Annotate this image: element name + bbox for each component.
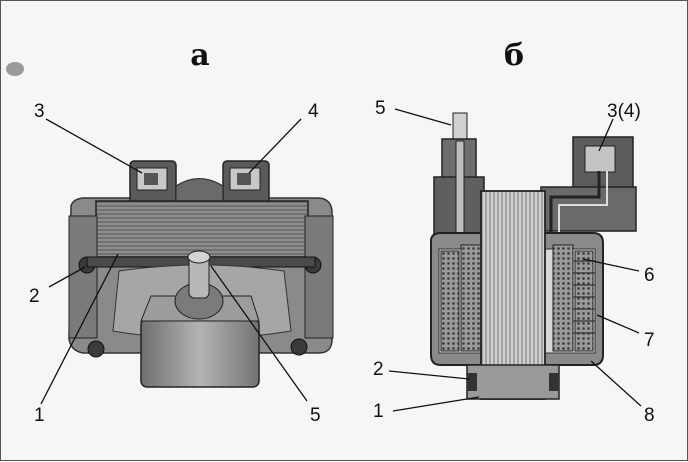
callout-a-2: 2: [29, 286, 40, 307]
bolt-lower-left: [87, 340, 105, 358]
terminal-left: [129, 160, 177, 204]
callout-a-5: 5: [310, 405, 321, 426]
callout-b-6: 6: [644, 265, 655, 286]
callout-a-3: 3: [34, 101, 45, 122]
secondary-winding-right: [552, 244, 574, 352]
leader-b-7: [596, 314, 640, 334]
leader-b-5: [394, 108, 452, 126]
leader-b-2: [388, 370, 470, 380]
terminal-right: [222, 160, 270, 204]
hv-terminal-cap: [187, 250, 211, 264]
bolt-lower-right: [290, 338, 308, 356]
primary-winding-left: [440, 250, 460, 352]
clamp-bolt-left: [467, 373, 477, 391]
bottom-clamp: [466, 364, 560, 400]
leader-a-3: [45, 118, 143, 174]
callout-a-1: 1: [34, 405, 45, 426]
terminal-bridge: [175, 178, 224, 202]
leader-b-8: [590, 360, 642, 407]
leader-a-2: [48, 266, 86, 288]
leader-a-1: [40, 253, 119, 405]
panel-a: а: [29, 38, 334, 426]
leader-b-3-4: [598, 118, 614, 152]
panel-b: б: [373, 38, 655, 426]
callout-b-1: 1: [373, 401, 384, 422]
clamp-bolt-right: [549, 373, 559, 391]
callout-b-3-4: 3(4): [607, 101, 641, 122]
callout-b-2: 2: [373, 359, 384, 380]
leader-b-6: [582, 258, 640, 272]
leader-a-5: [210, 265, 308, 402]
laminated-core: [95, 200, 309, 258]
side-lug-right: [304, 215, 334, 339]
side-lug-left: [68, 215, 98, 339]
panel-a-label: а: [190, 38, 209, 73]
hv-output-terminal: [433, 112, 485, 242]
smudge-mark: [6, 62, 24, 76]
leader-a-4: [248, 118, 302, 174]
hv-tower: [140, 318, 260, 388]
callout-a-4: 4: [308, 101, 319, 122]
callout-b-7: 7: [644, 330, 655, 351]
lv-connector: [540, 136, 637, 241]
callout-b-5: 5: [375, 98, 386, 119]
leader-b-1: [392, 396, 480, 412]
callout-b-8: 8: [644, 405, 655, 426]
primary-winding-right: [574, 250, 594, 352]
secondary-winding-left: [460, 244, 482, 352]
panel-b-label: б: [504, 38, 524, 73]
